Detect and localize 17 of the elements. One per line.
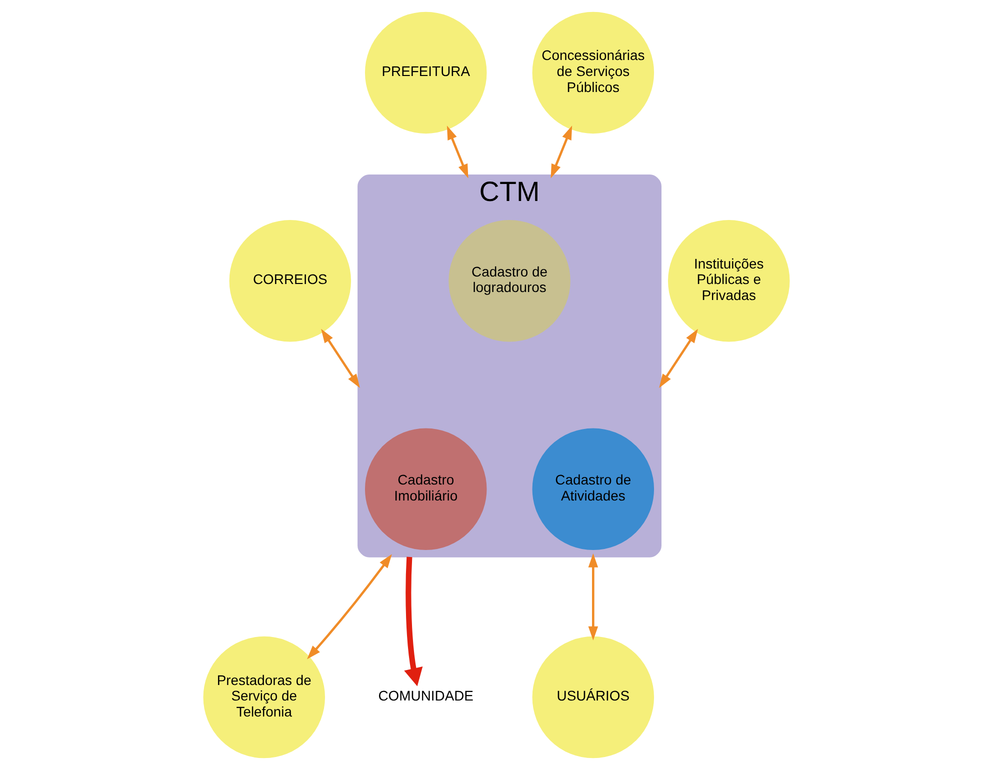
arrow bbox=[658, 328, 698, 388]
node-circle: Instituições Públicas e Privadas bbox=[667, 220, 790, 342]
arrow bbox=[306, 554, 392, 660]
node-text: COMUNIDADE bbox=[378, 688, 473, 704]
arrow bbox=[446, 126, 468, 178]
node-circle: Cadastro Imobiliário bbox=[364, 428, 486, 550]
arrow bbox=[550, 126, 572, 178]
node-circle: Concessionárias de Serviços Públicos bbox=[532, 12, 654, 134]
node-circle: USUÁRIOS bbox=[532, 636, 654, 758]
node-circle: Prestadoras de Serviço de Telefonia bbox=[202, 636, 325, 758]
node-circle: PREFEITURA bbox=[364, 12, 486, 134]
arrow bbox=[320, 328, 360, 388]
node-circle: Cadastro de Atividades bbox=[532, 428, 654, 550]
arrow bbox=[404, 556, 422, 686]
arrow bbox=[588, 553, 598, 640]
node-circle: CORREIOS bbox=[228, 220, 351, 342]
node-circle: Cadastro de logradouros bbox=[448, 220, 570, 342]
